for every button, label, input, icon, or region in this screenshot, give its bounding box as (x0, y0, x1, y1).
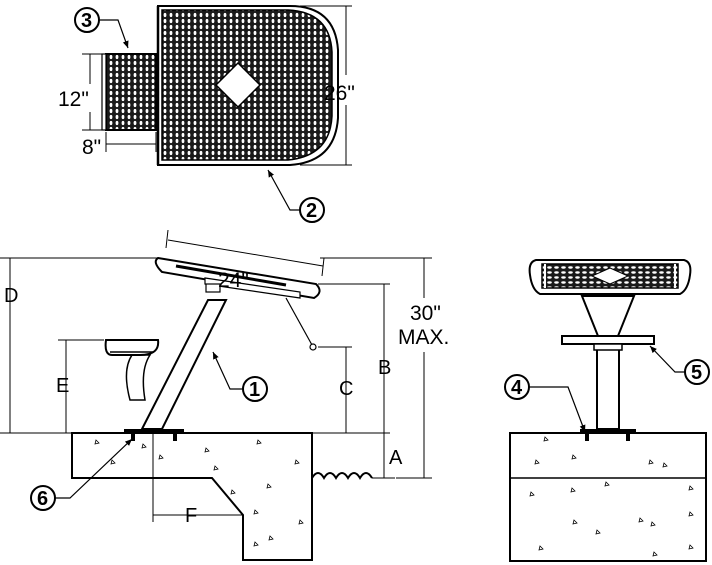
side-footing (71, 432, 313, 561)
plan-view: 12" 8" 26" 3 2 (58, 5, 355, 223)
dim-top-depth: 26" (324, 82, 355, 105)
callout-3-label: 3 (81, 10, 92, 32)
callout-1-label: 1 (249, 379, 260, 401)
dim-seat-depth: 12" (58, 88, 89, 111)
end-elevation: 4 5 (504, 259, 710, 562)
dim-max-height-2: MAX. (398, 326, 449, 349)
plan-seat (105, 53, 157, 131)
end-footing (509, 432, 707, 562)
dim-c: C (339, 378, 353, 400)
dim-b: B (378, 357, 391, 379)
dim-e: E (56, 375, 69, 397)
dim-max-height-1: 30" (410, 302, 441, 325)
dim-f: F (185, 505, 197, 527)
dim-d: D (4, 285, 18, 307)
callout-5-label: 5 (691, 362, 702, 384)
plan-diamond (214, 61, 262, 109)
dim-a: A (389, 447, 403, 469)
dim-top-width: 24" (218, 269, 249, 292)
dim-seat-width: 8" (82, 136, 101, 159)
callout-4-label: 4 (511, 377, 523, 399)
side-elevation: 24" D E C B A 30" MAX. F 1 (0, 229, 449, 561)
callout-6-label: 6 (37, 488, 48, 510)
callout-2-label: 2 (306, 200, 317, 222)
